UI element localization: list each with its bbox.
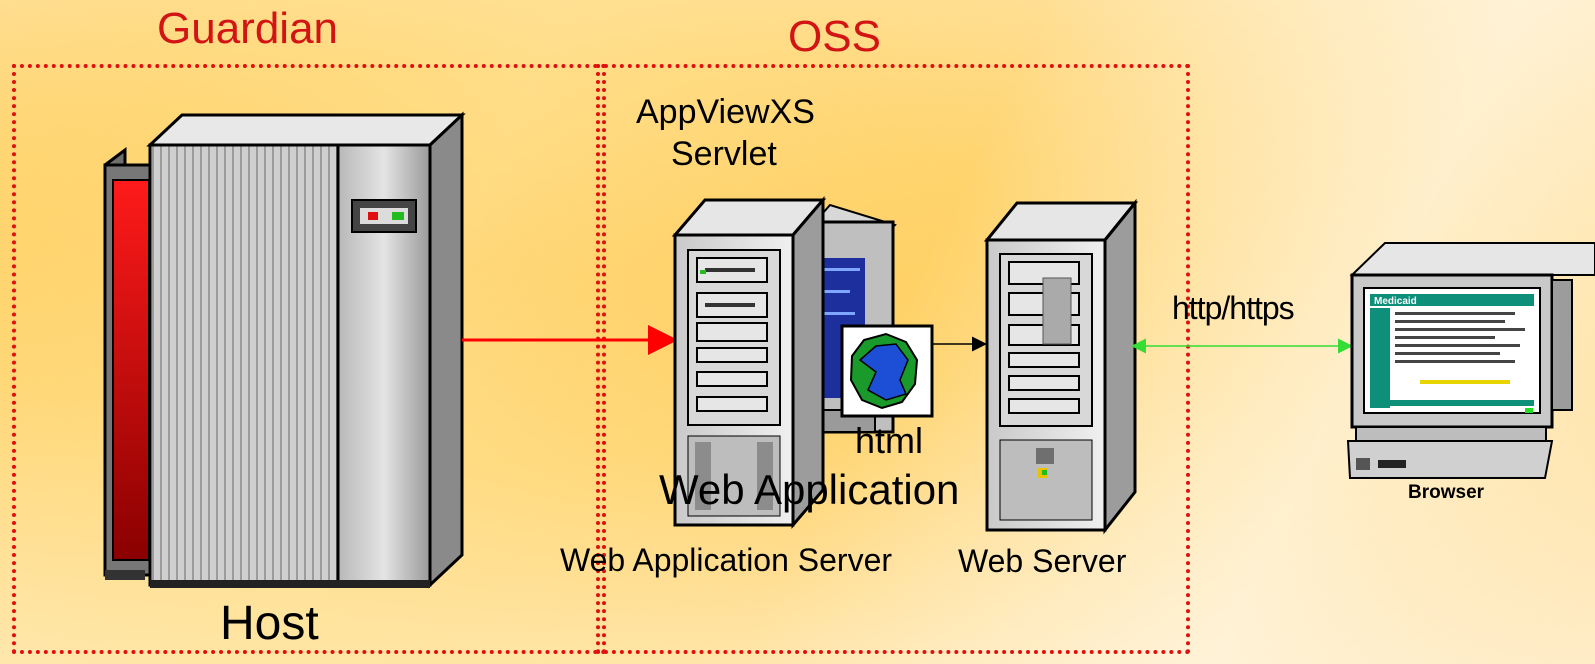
- overlap-application-label: Web Application: [659, 466, 960, 513]
- guardian-title: Guardian: [157, 4, 339, 53]
- host-label: Host: [220, 597, 319, 650]
- guardian-zone: [12, 64, 606, 654]
- host-mainframe-icon: [103, 111, 466, 589]
- protocol-label: http/https: [1172, 290, 1295, 326]
- app-server-tower-icon: [671, 195, 827, 530]
- globe-icon: [840, 324, 934, 418]
- browser-label: Browser: [1408, 482, 1485, 503]
- web-app-server-label: Web Application Server: [560, 542, 893, 578]
- screen-brand-text: Medicaid: [1374, 296, 1417, 307]
- web-server-label: Web Server: [958, 543, 1127, 579]
- servlet-label-line1: AppViewXS: [636, 93, 815, 131]
- browser-computer-icon: Medicaid: [1346, 242, 1595, 479]
- servlet-label-line2: Servlet: [671, 135, 777, 173]
- overlap-html-label: html: [855, 420, 924, 461]
- oss-zone: [596, 64, 1190, 654]
- web-server-tower-icon: [983, 198, 1139, 535]
- oss-title: OSS: [788, 12, 881, 61]
